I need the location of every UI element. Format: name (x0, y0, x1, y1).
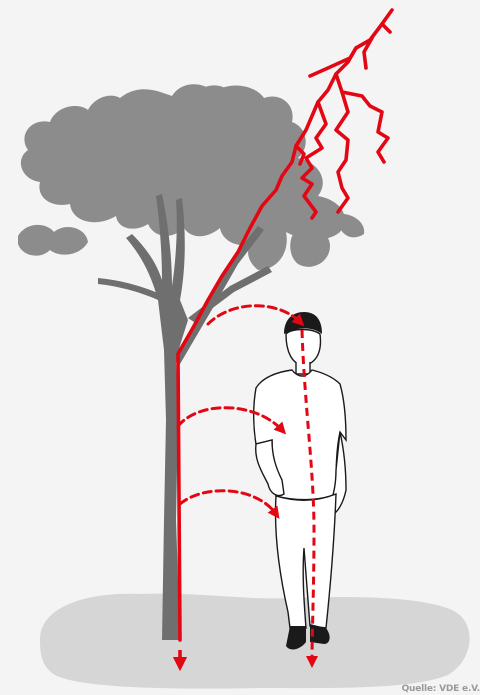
source-credit: Quelle: VDE e.V. (402, 684, 480, 694)
side-flash-head (208, 306, 300, 324)
ground-shadow (40, 594, 470, 689)
side-flash-hip (180, 491, 276, 514)
tree-trunk (98, 194, 272, 640)
